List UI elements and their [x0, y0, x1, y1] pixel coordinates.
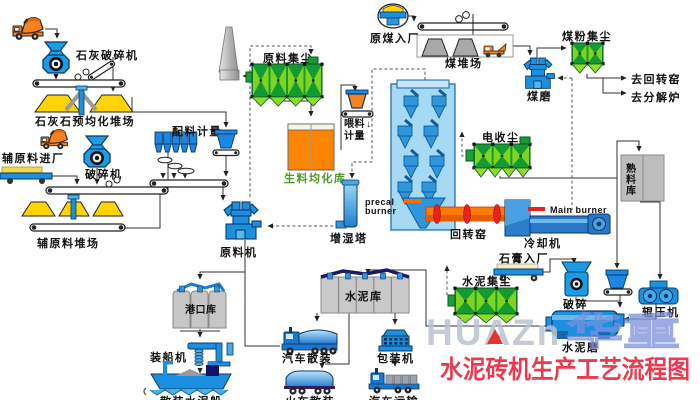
svg-text:水泥砖机生产工艺流程图: 水泥砖机生产工艺流程图	[440, 355, 690, 384]
svg-text:原料机: 原料机	[220, 245, 258, 259]
svg-text:原煤入厂: 原煤入厂	[370, 31, 420, 45]
svg-text:辊压机: 辊压机	[642, 305, 680, 319]
svg-text:喂料计量: 喂料计量	[344, 117, 365, 142]
svg-text:港口库: 港口库	[185, 303, 217, 316]
svg-text:回转窑: 回转窑	[450, 227, 488, 241]
svg-text:Main burner: Main burner	[550, 205, 607, 215]
svg-text:石膏入厂: 石膏入厂	[498, 251, 549, 265]
svg-text:辅原料进厂: 辅原料进厂	[2, 151, 65, 165]
svg-text:汽车散装: 汽车散装	[282, 351, 332, 365]
svg-text:配料计量: 配料计量	[172, 124, 222, 138]
svg-text:冷却机: 冷却机	[524, 236, 562, 250]
svg-text:装船机: 装船机	[149, 350, 188, 364]
svg-text:burner: burner	[365, 206, 397, 216]
svg-text:水泥磨: 水泥磨	[562, 340, 600, 354]
svg-text:电收尘: 电收尘	[482, 130, 520, 144]
svg-text:水泥库: 水泥库	[345, 289, 383, 303]
svg-text:水泥集尘: 水泥集尘	[462, 274, 512, 288]
svg-text:破碎机: 破碎机	[85, 167, 123, 181]
svg-text:石灰破碎机: 石灰破碎机	[75, 48, 139, 62]
svg-text:华重: 华重	[566, 312, 680, 354]
svg-text:石灰石预均化堆场: 石灰石预均化堆场	[34, 114, 135, 128]
svg-text:HUAZn: HUAZn	[426, 312, 561, 353]
svg-text:煤磨: 煤磨	[527, 89, 552, 103]
svg-text:汽车运输: 汽车运输	[369, 394, 419, 400]
svg-text:precal: precal	[365, 197, 395, 207]
svg-text:破碎: 破碎	[563, 297, 588, 311]
svg-text:辅原料堆场: 辅原料堆场	[37, 236, 100, 250]
svg-text:增湿塔: 增湿塔	[330, 231, 368, 245]
svg-text:包装机: 包装机	[376, 351, 415, 365]
svg-text:生料均化库: 生料均化库	[284, 171, 347, 185]
svg-text:火车散装: 火车散装	[285, 394, 335, 400]
svg-text:熟料库: 熟料库	[626, 162, 637, 197]
svg-text:原料集尘: 原料集尘	[263, 51, 313, 65]
svg-text:去分解炉: 去分解炉	[631, 90, 681, 104]
svg-text:煤堆场: 煤堆场	[445, 56, 483, 70]
svg-text:去回转窑: 去回转窑	[631, 72, 681, 86]
svg-text:↓: ↓	[366, 119, 372, 130]
svg-text:散装水泥船: 散装水泥船	[160, 394, 223, 400]
svg-text:煤粉集尘: 煤粉集尘	[562, 29, 612, 43]
